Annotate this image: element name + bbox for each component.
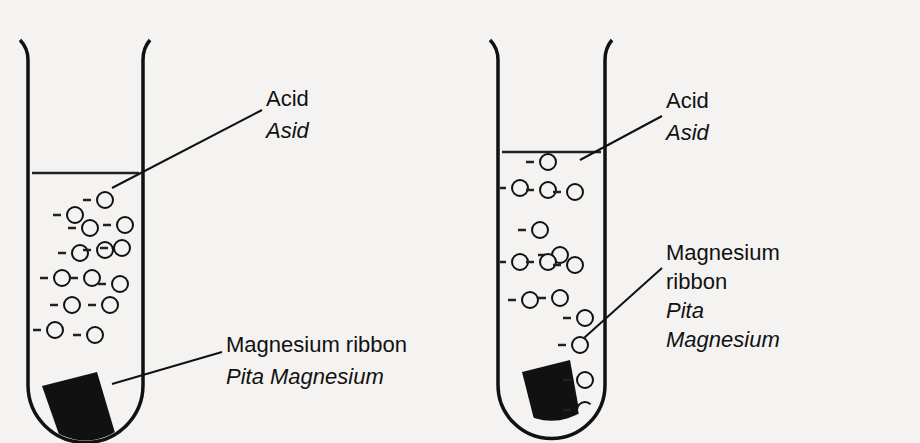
gas-bubble: [103, 217, 133, 233]
part-label: Magnesium ribbon: [226, 330, 407, 359]
gas-bubble: [50, 297, 80, 313]
gas-bubble: [518, 222, 548, 238]
leader-line: [112, 110, 262, 188]
left-tube: [20, 40, 150, 443]
gas-bubble: [553, 257, 583, 273]
part-label: Acid: [666, 86, 709, 115]
acid-surface: [502, 151, 601, 154]
part-label: Acid: [266, 84, 309, 113]
gas-bubble: [53, 207, 83, 223]
gas-bubble: [70, 270, 100, 286]
tube-outline: [490, 40, 612, 439]
gas-bubble: [40, 270, 70, 286]
gas-bubble: [563, 310, 593, 326]
gas-bubble: [558, 337, 588, 353]
translation-label: Asid: [266, 116, 309, 145]
gas-bubble: [98, 276, 128, 292]
gas-bubble: [538, 290, 568, 306]
gas-bubble: [83, 192, 113, 208]
gas-bubble: [83, 242, 113, 258]
magnesium-ribbon: [522, 360, 585, 443]
right-tube: [490, 40, 612, 443]
gas-bubble: [526, 154, 556, 170]
part-label: Magnesium ribbon: [666, 238, 806, 296]
gas-bubble: [526, 182, 556, 198]
gas-bubble: [553, 184, 583, 200]
gas-bubble: [498, 254, 528, 270]
gas-bubble: [33, 322, 63, 338]
acid-surface: [32, 172, 139, 175]
translation-label: Pita Magnesium: [226, 362, 384, 391]
translation-label: Asid: [666, 118, 709, 147]
gas-bubble: [526, 254, 556, 270]
gas-bubble: [563, 402, 593, 418]
gas-bubble: [58, 245, 88, 261]
gas-bubble: [88, 297, 118, 313]
gas-bubble: [508, 292, 538, 308]
leader-line: [580, 116, 662, 160]
gas-bubble: [73, 327, 103, 343]
leader-line: [112, 352, 222, 384]
gas-bubble: [563, 372, 593, 388]
gas-bubble: [100, 240, 130, 256]
leader-line: [584, 268, 662, 338]
gas-bubble: [498, 180, 528, 196]
tube-outline: [20, 40, 150, 442]
translation-label: Pita Magnesium: [666, 296, 806, 354]
